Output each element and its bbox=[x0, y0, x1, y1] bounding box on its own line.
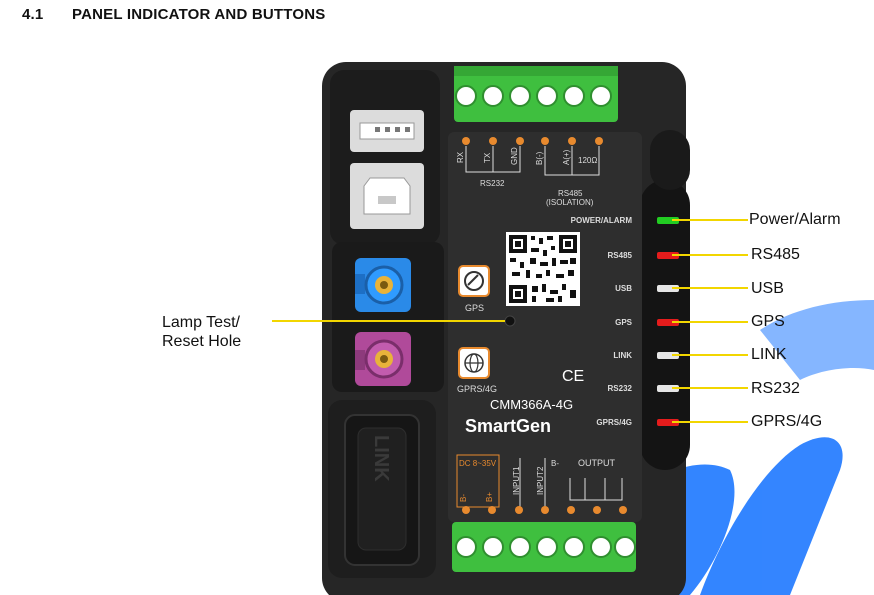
callout-gprs-4g: GPRS/4G bbox=[751, 413, 823, 430]
port-rs232-label: RS232 bbox=[480, 179, 505, 188]
led-labels: POWER/ALARM RS485 USB GPS LINK RS232 GPR… bbox=[571, 216, 633, 427]
callout-usb: USB bbox=[751, 280, 784, 297]
gps-icon bbox=[458, 265, 490, 297]
leader-lines bbox=[272, 219, 748, 423]
led-label-gprs: GPRS/4G bbox=[596, 418, 632, 427]
section-number: 4.1 bbox=[22, 6, 44, 23]
top-terminal-screws bbox=[455, 85, 612, 107]
reset-hole bbox=[504, 315, 516, 327]
top-terminal-block bbox=[454, 66, 618, 122]
section-title: PANEL INDICATOR AND BUTTONS bbox=[72, 6, 326, 23]
callout-rs232: RS232 bbox=[751, 380, 800, 397]
port-gnd-label: GND bbox=[510, 147, 519, 165]
port-rx-label: RX bbox=[456, 151, 465, 163]
bottom-terminal-screws bbox=[455, 536, 636, 558]
gprs-icon-label: GPRS/4G bbox=[457, 384, 497, 394]
device-model: CMM366A-4G bbox=[490, 397, 573, 412]
led-indicators bbox=[657, 217, 679, 426]
callout-rs485: RS485 bbox=[751, 246, 800, 263]
bottom-port-pins bbox=[462, 506, 627, 514]
port-resistor-label: 120Ω bbox=[578, 156, 597, 165]
front-face bbox=[448, 132, 642, 522]
bottom-b-plus-label: B+ bbox=[485, 492, 494, 502]
callout-power-alarm: Power/Alarm bbox=[749, 211, 841, 228]
led-power bbox=[657, 217, 679, 224]
led-label-power: POWER/ALARM bbox=[571, 216, 633, 225]
led-label-rs232: RS232 bbox=[608, 384, 633, 393]
device-brand: SmartGen bbox=[465, 416, 551, 436]
qr-code bbox=[506, 232, 580, 306]
input2-label: INPUT2 bbox=[536, 466, 545, 495]
dc-label: DC 8~35V bbox=[459, 459, 497, 468]
callout-link: LINK bbox=[751, 346, 787, 363]
led-label-rs485: RS485 bbox=[608, 251, 633, 260]
ce-mark: CE bbox=[562, 368, 584, 385]
led-rs232 bbox=[657, 385, 679, 392]
output-label: OUTPUT bbox=[578, 458, 616, 468]
callout-gps: GPS bbox=[751, 313, 785, 330]
bottom-b-minus2-label: B- bbox=[551, 459, 559, 468]
led-label-gps: GPS bbox=[615, 318, 633, 327]
gps-icon-label: GPS bbox=[465, 303, 484, 313]
port-tx-label: TX bbox=[483, 152, 492, 163]
section-heading: 4.1 PANEL INDICATOR AND BUTTONS bbox=[22, 6, 325, 23]
port-b-minus-label: B(-) bbox=[535, 151, 544, 165]
led-gps bbox=[657, 319, 679, 326]
port-isolation-label: (ISOLATION) bbox=[546, 198, 594, 207]
dc-box bbox=[456, 454, 500, 508]
led-usb bbox=[657, 285, 679, 292]
port-rs485-label: RS485 bbox=[558, 189, 583, 198]
callout-lamp-test: Lamp Test/ Reset Hole bbox=[162, 313, 241, 351]
callout-lamp-test-line2: Reset Hole bbox=[162, 333, 242, 350]
led-link bbox=[657, 352, 679, 359]
led-label-usb: USB bbox=[615, 284, 632, 293]
bottom-b-minus-label: B- bbox=[459, 494, 468, 502]
link-side-label: LINK bbox=[370, 435, 392, 482]
led-label-link: LINK bbox=[613, 351, 632, 360]
callout-lamp-test-line1: Lamp Test/ bbox=[162, 314, 240, 331]
led-gprs bbox=[657, 419, 679, 426]
input1-label: INPUT1 bbox=[512, 466, 521, 495]
port-a-plus-label: A(+) bbox=[562, 149, 571, 165]
led-rs485 bbox=[657, 252, 679, 259]
top-port-pins bbox=[462, 137, 603, 145]
